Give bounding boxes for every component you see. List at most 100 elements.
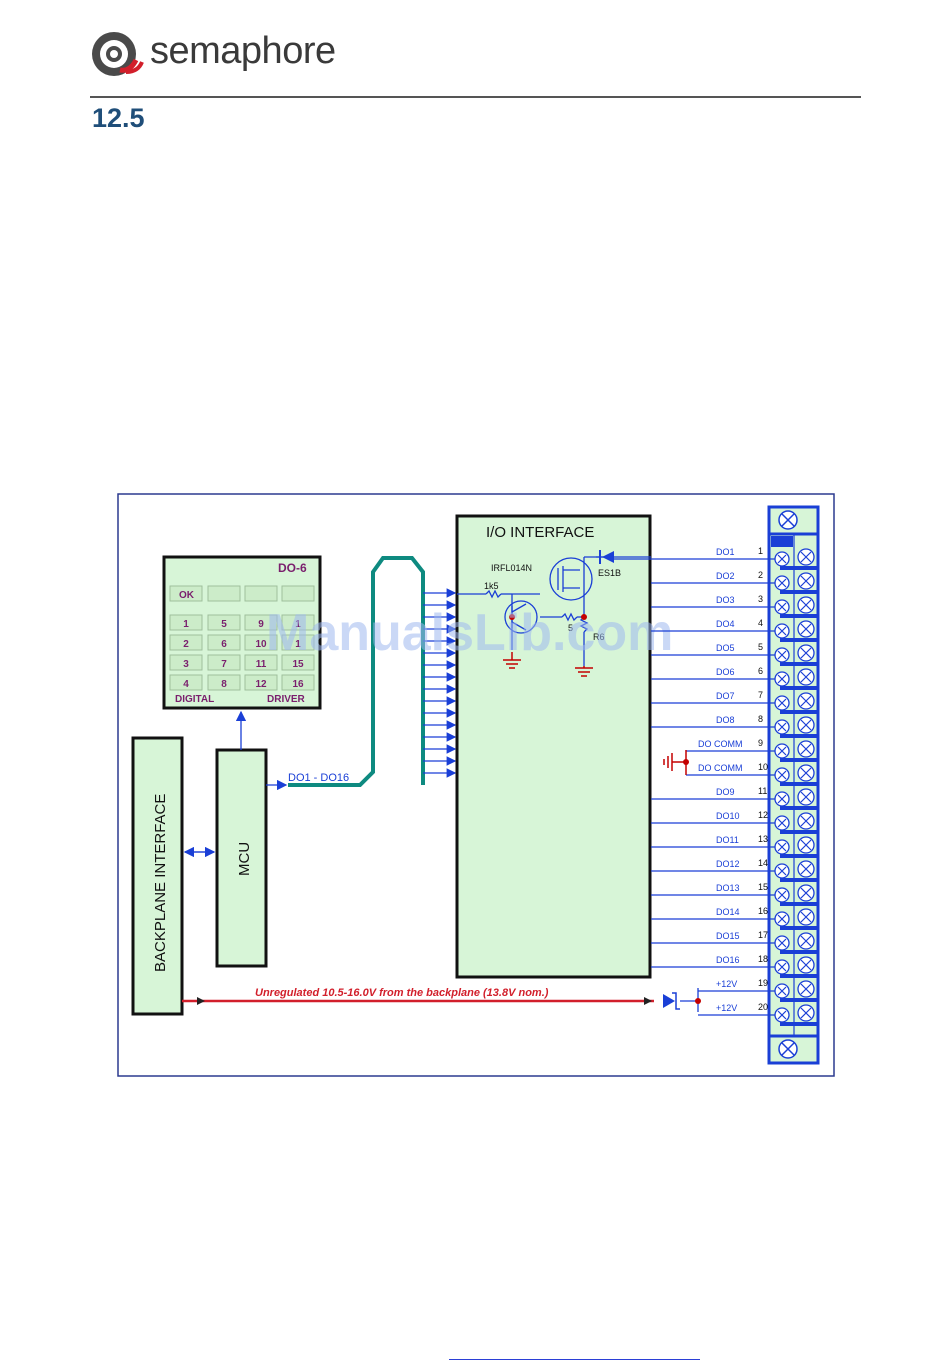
resistor-r6-label: R6 — [593, 632, 605, 642]
terminal-pin-number: 2 — [758, 570, 763, 580]
io-interface-title: I/O INTERFACE — [486, 524, 594, 541]
terminal-screw-cross — [800, 839, 812, 851]
terminal-screw-top — [778, 510, 798, 530]
terminal-screw-cross — [777, 938, 787, 948]
terminal-signal-label: DO11 — [716, 835, 739, 845]
mcu-block — [215, 748, 268, 968]
footer-link-underline[interactable] — [449, 1359, 700, 1360]
terminal-screw-cross — [800, 743, 812, 755]
terminal-signal-label: DO COMM — [698, 739, 743, 749]
do6-title: DO-6 — [278, 561, 307, 575]
terminal-screw-cross — [800, 647, 812, 659]
keypad-key-label: 6 — [221, 639, 227, 650]
keypad-key-label: 1 — [295, 639, 301, 650]
terminal-screw-cross — [800, 599, 812, 611]
terminal-pin-number: 5 — [758, 642, 763, 652]
semaphore-logo — [92, 32, 144, 76]
terminal-screw-cross — [777, 890, 787, 900]
terminal-pin-number: 20 — [758, 1002, 768, 1012]
terminal-screw-cross — [800, 551, 812, 563]
terminal-pin-number: 17 — [758, 930, 768, 940]
terminal-pin-number: 14 — [758, 858, 768, 868]
terminal-screw-cross — [777, 674, 787, 684]
diode-es1b — [602, 551, 614, 563]
terminal-separator — [780, 926, 818, 930]
terminal-signal-label: +12V — [716, 1003, 737, 1013]
terminal-screw-cross — [777, 746, 787, 756]
keypad-key-label: 5 — [221, 619, 227, 630]
terminal-screw-cross — [800, 935, 812, 947]
terminal-screw-cross — [800, 911, 812, 923]
terminal-pin-number: 8 — [758, 714, 763, 724]
backplane-interface-label: BACKPLANE INTERFACE — [152, 794, 169, 972]
terminal-separator — [780, 902, 818, 906]
keypad-key — [244, 614, 278, 631]
terminal-signal-label: +12V — [716, 979, 737, 989]
keypad-key — [244, 674, 278, 691]
terminal-separator — [780, 686, 818, 690]
mosfet-label: IRFL014N — [491, 563, 532, 573]
terminal-pin-number: 13 — [758, 834, 768, 844]
terminal-pin-number: 7 — [758, 690, 763, 700]
keypad-key-label: 7 — [221, 659, 227, 670]
terminal-signal-label: DO2 — [716, 571, 735, 581]
terminal-signal-label: DO15 — [716, 931, 740, 941]
terminal-signal-label: DO3 — [716, 595, 735, 605]
terminal-separator — [780, 806, 818, 810]
keypad-key-label: 1 — [183, 619, 189, 630]
terminal-screw-cross — [800, 983, 812, 995]
terminal-pin-number: 9 — [758, 738, 763, 748]
terminal-screw-cross — [800, 1007, 812, 1019]
terminal-screw-cross — [800, 575, 812, 587]
terminal-pin-number: 18 — [758, 954, 768, 964]
terminal-screw-cross — [800, 863, 812, 875]
keypad-key — [169, 634, 203, 651]
terminal-signal-label: DO16 — [716, 955, 740, 965]
do-comm-earth — [663, 750, 687, 775]
terminal-screw-cross — [800, 959, 812, 971]
terminal-screw-bottom — [778, 1039, 798, 1059]
keypad-key — [281, 614, 315, 631]
terminal-pin-number: 4 — [758, 618, 763, 628]
keypad-key — [281, 654, 315, 671]
terminal-screw-cross — [777, 554, 787, 564]
terminal-signal-label: DO5 — [716, 643, 735, 653]
keypad-key — [169, 654, 203, 671]
terminal-signal-label: DO7 — [716, 691, 735, 701]
keypad-key-label: 1 — [295, 619, 301, 630]
driver-circuit — [457, 556, 651, 666]
terminal-signal-label: DO10 — [716, 811, 740, 821]
terminal-signal-label: DO1 — [716, 547, 735, 557]
terminal-screw-cross — [777, 962, 787, 972]
terminal-screw-cross — [777, 770, 787, 780]
keypad-key — [281, 634, 315, 651]
terminal-separator — [780, 734, 818, 738]
terminal-screw-cross — [777, 866, 787, 876]
keypad-key — [281, 674, 315, 691]
terminal-separator — [780, 974, 818, 978]
terminal-screw-cross — [800, 791, 812, 803]
terminal-screw-cross — [800, 719, 812, 731]
terminal-separator — [780, 590, 818, 594]
terminal-separator — [780, 758, 818, 762]
ground-symbol — [503, 652, 593, 677]
terminal-pin-number: 16 — [758, 906, 768, 916]
terminal-screw-cross — [777, 794, 787, 804]
keypad-key-label: 2 — [183, 639, 189, 650]
resistor-label: 5 — [568, 623, 573, 633]
keypad-key — [207, 634, 241, 651]
terminal-screw-cross — [800, 767, 812, 779]
keypad-key — [207, 674, 241, 691]
figure-frame — [117, 493, 835, 1077]
panel-footer-digital: DIGITAL — [175, 694, 214, 705]
terminal-separator — [780, 998, 818, 1002]
terminal-separator — [780, 830, 818, 834]
keypad-key-label: 11 — [256, 659, 267, 670]
terminal-separator — [780, 854, 818, 858]
keypad-key — [207, 654, 241, 671]
terminal-pin-number: 10 — [758, 762, 768, 772]
terminal-screw-cross — [777, 626, 787, 636]
terminal-separator — [780, 1022, 818, 1026]
terminal-signal-label: DO9 — [716, 787, 735, 797]
keypad-key-label: 4 — [183, 679, 189, 690]
